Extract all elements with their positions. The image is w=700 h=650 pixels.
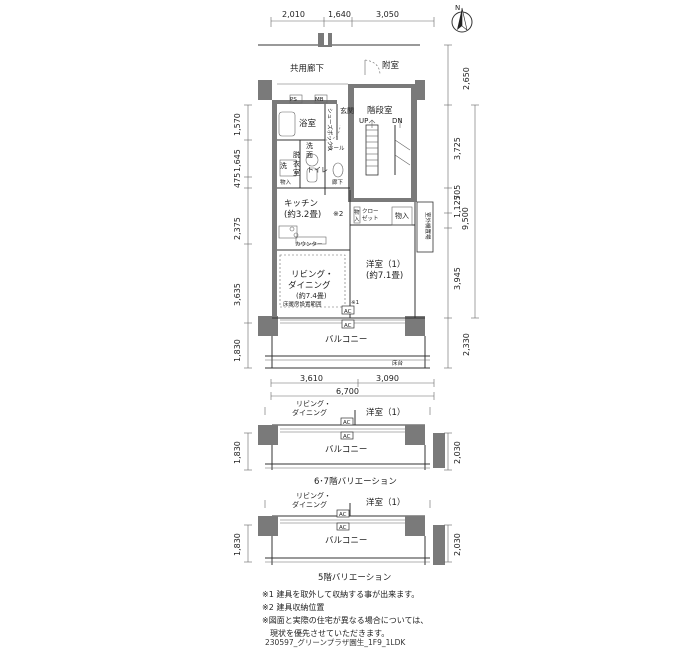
dim-right-3: 1,125 bbox=[453, 195, 462, 218]
label-closet-2: ゼット bbox=[362, 214, 379, 222]
var2-living-1: リビング・ bbox=[296, 491, 331, 500]
right-dimensions: 2,650 3,725 1,125 705 9,500 3,945 2,330 bbox=[444, 44, 479, 369]
var2-balcony: バルコニー bbox=[325, 536, 367, 546]
var2-dim-left: 1,830 bbox=[233, 533, 242, 556]
label-entrance: 玄関 bbox=[340, 106, 354, 115]
label-sen: 洗 bbox=[280, 161, 287, 170]
label-closet: クロー bbox=[362, 208, 379, 215]
dim-left-1: 1,570 bbox=[233, 113, 242, 136]
var2-ac-1: AC bbox=[339, 512, 347, 518]
footer-code: 230597_グリーンプラザ園生_1F9_1LDK bbox=[265, 638, 406, 647]
label-storage: 物入 bbox=[395, 211, 409, 220]
label-note2: ※2 bbox=[333, 210, 343, 218]
var1-living-2: ダイニング bbox=[292, 408, 327, 417]
var1-living-1: リビング・ bbox=[296, 399, 331, 408]
label-note1: ※1 bbox=[351, 300, 359, 306]
label-wash-3: 脱 bbox=[293, 150, 300, 159]
var2-dim-right: 2,030 bbox=[453, 533, 462, 556]
note-2: ※2 建具収納位置 bbox=[262, 603, 325, 612]
var2-caption: 5階バリエーション bbox=[318, 572, 391, 583]
dim-right-5: 9,500 bbox=[461, 207, 470, 230]
label-ext-store: 室外機置場 bbox=[424, 212, 432, 240]
var1-dim-right: 2,030 bbox=[453, 441, 462, 464]
dim-right-4: 705 bbox=[453, 185, 462, 200]
label-dn: DN bbox=[392, 117, 403, 125]
label-bath: 浴室 bbox=[299, 118, 317, 129]
var1-ac-1: AC bbox=[343, 420, 351, 426]
dim-bottom-1: 3,610 bbox=[300, 374, 323, 383]
label-wash-4: 衣 bbox=[293, 159, 300, 168]
dim-top-3: 3,050 bbox=[376, 10, 399, 19]
label-ac-2: AC bbox=[344, 323, 352, 329]
stairs bbox=[365, 118, 411, 176]
label-floor-heat: 床暖房設置範囲 bbox=[283, 300, 322, 308]
var2-living-2: ダイニング bbox=[292, 500, 327, 509]
note-1: ※1 建具を取外して収納する事が出来ます。 bbox=[262, 590, 420, 599]
dim-top-2: 1,640 bbox=[328, 10, 351, 19]
label-balcony: バルコニー bbox=[325, 335, 367, 345]
dim-right-1: 2,650 bbox=[462, 67, 471, 90]
label-wash-2: 面 bbox=[306, 151, 313, 159]
label-living-2: ダイニング bbox=[288, 280, 331, 291]
variation-6-7: 1,830 2,030 リビング・ ダイニング 洋室（1） AC AC バルコニ… bbox=[233, 399, 462, 487]
label-wash-5: 室 bbox=[293, 168, 300, 177]
var1-western: 洋室（1） bbox=[366, 407, 405, 418]
dim-bottom-total: 6,700 bbox=[336, 387, 359, 396]
main-plan bbox=[258, 33, 434, 369]
dim-left-6: 1,830 bbox=[233, 339, 242, 362]
label-mono-small: 物入 bbox=[280, 178, 292, 186]
label-counter: カウンター bbox=[295, 240, 323, 248]
label-annex: 附室 bbox=[382, 60, 400, 71]
dim-right-6: 3,945 bbox=[453, 267, 462, 290]
north-label: N bbox=[455, 4, 460, 12]
note-3: ※図面と実際の住宅が異なる場合については、 bbox=[262, 616, 429, 625]
label-shoe: シューズボックス bbox=[326, 108, 334, 152]
dim-top-1: 2,010 bbox=[282, 10, 305, 19]
label-ps: PS bbox=[290, 97, 297, 103]
label-western-size: (約7.1畳) bbox=[366, 270, 403, 281]
var2-western: 洋室（1） bbox=[366, 497, 405, 508]
label-toilet: トイレ bbox=[307, 166, 328, 174]
note-4: 現状を優先させていただきます。 bbox=[262, 629, 390, 638]
label-kitchen: キッチン bbox=[284, 199, 318, 209]
label-storage-2a: 物 bbox=[354, 208, 360, 216]
label-hall: ホール bbox=[328, 145, 345, 152]
bottom-dimensions: 3,610 3,090 6,700 bbox=[270, 374, 435, 400]
label-mb: MB bbox=[315, 97, 324, 103]
var2-ac-2: AC bbox=[339, 525, 347, 531]
label-storage-2b: 入 bbox=[354, 217, 360, 223]
dim-left-2: 1,645 bbox=[233, 149, 242, 172]
notes: ※1 建具を取外して収納する事が出来ます。 ※2 建具収納位置 ※図面と実際の住… bbox=[262, 588, 682, 640]
north-arrow-icon: N bbox=[451, 4, 473, 33]
dim-bottom-2: 3,090 bbox=[376, 374, 399, 383]
dim-left-5: 3,635 bbox=[233, 283, 242, 306]
variation-5: 1,830 2,030 リビング・ ダイニング 洋室（1） AC AC バルコニ… bbox=[233, 491, 462, 583]
dim-right-2: 3,725 bbox=[453, 137, 462, 160]
var1-ac-2: AC bbox=[343, 434, 351, 440]
var1-dim-left: 1,830 bbox=[233, 441, 242, 464]
label-hallway: 廊下 bbox=[332, 178, 344, 186]
label-ac-1: AC bbox=[344, 309, 352, 315]
label-up: UP bbox=[359, 117, 368, 125]
dim-right-7: 2,330 bbox=[462, 333, 471, 356]
dim-left-4: 2,375 bbox=[233, 217, 242, 240]
label-kitchen-size: (約3.2畳) bbox=[284, 209, 321, 220]
label-stairs: 階段室 bbox=[367, 105, 393, 116]
label-living-size: (約7.4畳) bbox=[296, 291, 327, 300]
left-dimensions: 1,570 1,645 475 2,375 3,635 1,830 bbox=[233, 104, 252, 369]
label-living-1: リビング・ bbox=[291, 269, 334, 280]
top-dimensions: 2,010 1,640 3,050 bbox=[270, 10, 435, 27]
label-corridor: 共用廊下 bbox=[290, 63, 325, 74]
var1-balcony: バルコニー bbox=[325, 445, 367, 455]
room-labels: 共用廊下 附室 階段室 UP DN PS MB 浴室 シューズボックス 玄関 ホ… bbox=[280, 60, 432, 367]
dim-left-3: 475 bbox=[233, 173, 242, 188]
label-yuka: 床台 bbox=[392, 359, 404, 367]
label-wash-1: 洗 bbox=[306, 141, 313, 150]
label-western: 洋室（1） bbox=[366, 259, 405, 270]
var1-caption: 6･7階バリエーション bbox=[314, 476, 397, 487]
